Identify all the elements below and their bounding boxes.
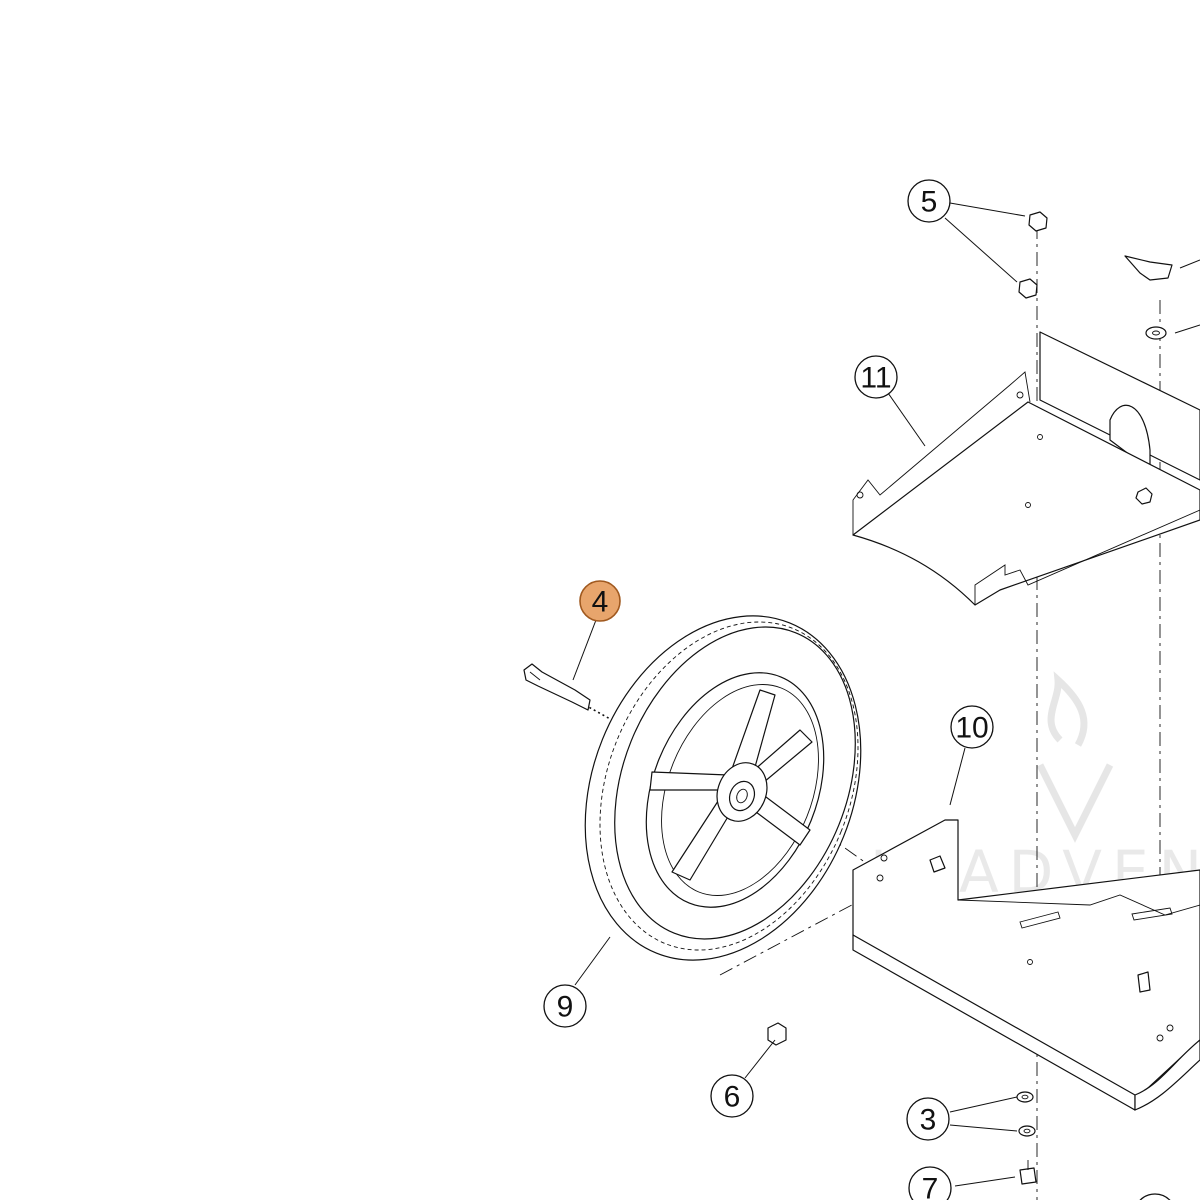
callout-label-7: 7: [922, 1173, 939, 1200]
wheel-part: [584, 615, 862, 961]
callout-9[interactable]: 9: [543, 984, 587, 1028]
leader-lines: [572, 202, 1200, 1187]
nut-6: [767, 1022, 787, 1046]
callout-10[interactable]: 10: [950, 705, 994, 749]
callout-label-4: 4: [592, 586, 609, 619]
flame-v-logo-icon: [1036, 671, 1114, 843]
callout-11[interactable]: 11: [854, 355, 898, 399]
callout-label-6: 6: [724, 1081, 741, 1114]
hardware-parts: [523, 211, 1173, 1185]
washer-3a: [1016, 1091, 1034, 1103]
nut-upper: [1028, 211, 1048, 232]
upper-tray-part: [852, 331, 1200, 606]
washer-top: [1145, 326, 1167, 340]
callout-label-5: 5: [921, 186, 938, 219]
callout-7[interactable]: 7: [908, 1166, 952, 1200]
callout-label-3: 3: [920, 1104, 937, 1137]
callout-5[interactable]: 5: [907, 179, 951, 223]
lower-tray-part: [852, 819, 1200, 1111]
wing-nut: [1124, 255, 1173, 281]
callout-3[interactable]: 3: [906, 1097, 950, 1141]
callout-partial: [1139, 1193, 1171, 1200]
callout-4[interactable]: 4: [579, 580, 621, 622]
axle-bolt: [523, 663, 591, 711]
bolt-7: [1019, 1167, 1037, 1185]
nut-lower: [1018, 278, 1038, 299]
callout-label-9: 9: [557, 991, 574, 1024]
washer-3b: [1018, 1125, 1036, 1137]
callout-6[interactable]: 6: [710, 1074, 754, 1118]
callout-label-11: 11: [860, 362, 891, 395]
callout-label-10: 10: [955, 712, 988, 745]
